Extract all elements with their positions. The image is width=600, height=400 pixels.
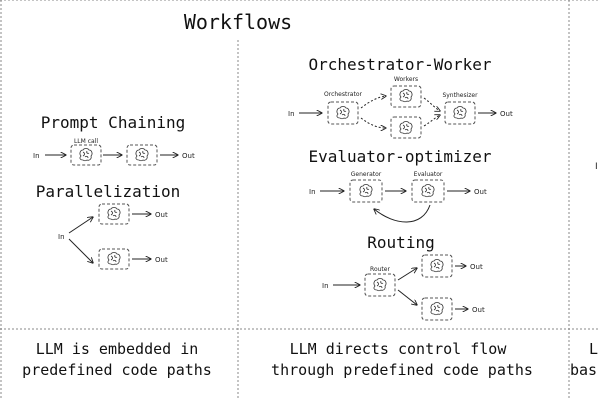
parallelization-title: Parallelization <box>36 182 181 201</box>
generator-node <box>349 179 383 203</box>
worker-node-bottom <box>390 116 422 139</box>
orchestrator-worker-title: Orchestrator-Worker <box>308 55 491 74</box>
workers-label: Workers <box>394 76 418 83</box>
parallelization-node-bottom <box>98 248 130 270</box>
evaluator-optimizer-title: Evaluator-optimizer <box>308 147 491 166</box>
orchestrator-edge-worker-top <box>360 96 386 109</box>
prompt-chaining-llm-call-label: LLM call <box>74 138 98 145</box>
evaluator-feedback-edge <box>374 204 431 223</box>
orchestrator-edge-worker-bottom <box>360 117 386 128</box>
generator-label: Generator <box>351 171 382 178</box>
worker-node-top <box>390 85 422 108</box>
evaluator-node <box>411 179 445 203</box>
parallelization-edge-bottom <box>68 238 93 263</box>
routing-out-bottom-label: Out <box>472 306 485 314</box>
orchestrator-node <box>327 101 359 125</box>
router-node <box>364 273 396 297</box>
caption-right-line-1: L <box>589 340 598 358</box>
right-column-fragment: I <box>595 162 598 172</box>
evaluator-out-label: Out <box>474 188 487 196</box>
worker-top-to-synthesizer-edge <box>423 97 440 111</box>
router-label: Router <box>370 266 390 273</box>
caption-right-line-2: bas <box>570 361 597 379</box>
parallelization-out-bottom-label: Out <box>155 256 168 264</box>
synthesizer-node <box>444 101 476 125</box>
evaluator-label: Evaluator <box>414 171 443 178</box>
caption-left-line-1: LLM is embedded in <box>36 340 199 358</box>
orchestrator-label: Orchestrator <box>324 91 362 98</box>
caption-middle-line-2: through predefined code paths <box>271 361 533 379</box>
route-node-top <box>421 254 453 278</box>
orchestrator-out-label: Out <box>500 110 513 118</box>
route-node-bottom <box>421 297 453 321</box>
prompt-chaining-node-2 <box>126 144 158 166</box>
router-edge-top <box>397 268 417 281</box>
caption-left-line-2: predefined code paths <box>22 361 212 379</box>
routing-out-top-label: Out <box>470 263 483 271</box>
orchestrator-in-label: In <box>288 110 295 118</box>
synthesizer-label: Synthesizer <box>442 92 478 99</box>
routing-in-label: In <box>322 282 329 290</box>
prompt-chaining-out-label: Out <box>182 152 195 160</box>
parallelization-node-top <box>98 203 130 225</box>
evaluator-in-label: In <box>309 188 316 196</box>
routing-title: Routing <box>367 233 434 252</box>
caption-middle-line-1: LLM directs control flow <box>290 340 508 358</box>
prompt-chaining-in-label: In <box>33 152 40 160</box>
prompt-chaining-title: Prompt Chaining <box>41 113 186 132</box>
page-title: Workflows <box>184 10 292 34</box>
parallelization-out-top-label: Out <box>155 211 168 219</box>
router-edge-bottom <box>397 289 417 305</box>
parallelization-in-label: In <box>58 233 65 241</box>
parallelization-edge-top <box>68 217 93 234</box>
worker-bottom-to-synthesizer-edge <box>423 115 440 127</box>
prompt-chaining-node-1 <box>70 144 102 166</box>
